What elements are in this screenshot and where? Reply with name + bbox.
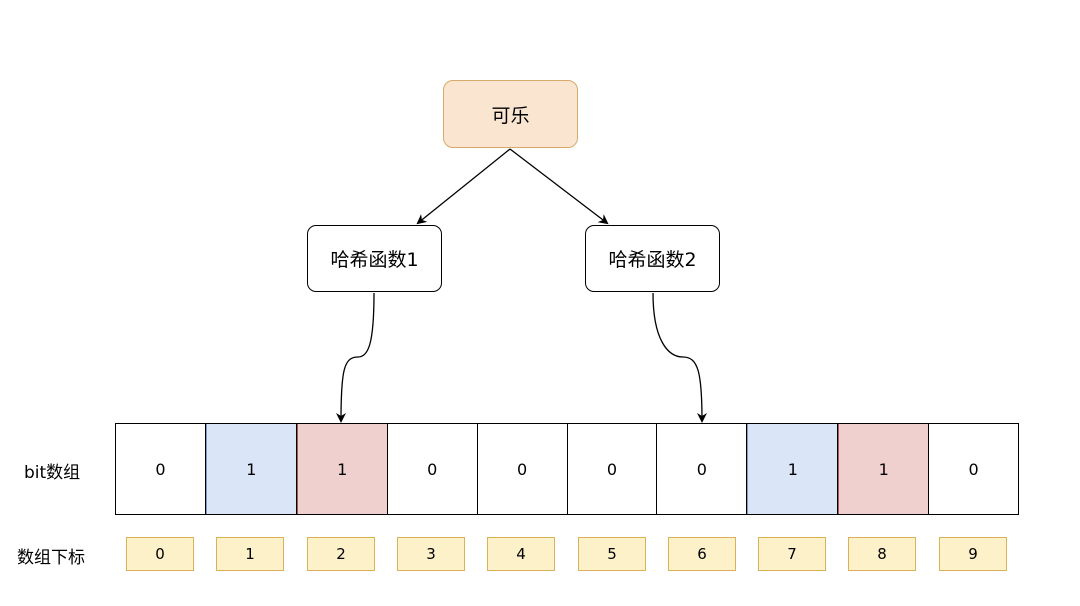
index-cell-2: 2 <box>307 537 375 571</box>
edge-root-to-hash2 <box>509 148 609 225</box>
root-node-label: 可乐 <box>491 104 530 127</box>
index-cell-7: 7 <box>758 537 826 571</box>
edge-root-to-hash1 <box>416 148 511 225</box>
bit-cell-3: 0 <box>387 424 478 514</box>
index-cell-0: 0 <box>126 537 194 571</box>
hash-function-2-label: 哈希函数2 <box>608 249 697 271</box>
bit-cell-0: 0 <box>116 424 206 514</box>
index-row-label: 数组下标 <box>17 548 85 568</box>
hash-function-1-label: 哈希函数1 <box>330 249 419 271</box>
index-cell-4: 4 <box>487 537 555 571</box>
bit-cell-4: 0 <box>477 424 568 514</box>
hash-function-2-node: 哈希函数2 <box>585 225 720 292</box>
bit-cell-9: 0 <box>929 424 1019 514</box>
bit-cell-2: 1 <box>296 424 388 514</box>
root-node: 可乐 <box>443 80 578 148</box>
index-cell-8: 8 <box>848 537 916 571</box>
edge-hash2-to-bit-6 <box>652 292 707 423</box>
hash-function-1-node: 哈希函数1 <box>307 225 442 292</box>
index-cell-5: 5 <box>578 537 646 571</box>
bit-cell-6: 0 <box>657 424 748 514</box>
bit-cell-1: 1 <box>205 424 297 514</box>
index-cell-9: 9 <box>939 537 1007 571</box>
index-cell-6: 6 <box>668 537 736 571</box>
bit-array-label: bit数组 <box>24 463 81 483</box>
index-cell-3: 3 <box>397 537 465 571</box>
bit-cell-8: 1 <box>838 424 930 514</box>
bit-cell-7: 1 <box>747 424 839 514</box>
edge-hash1-to-bit-2 <box>336 292 375 423</box>
bit-cell-5: 0 <box>567 424 658 514</box>
index-cell-1: 1 <box>216 537 284 571</box>
